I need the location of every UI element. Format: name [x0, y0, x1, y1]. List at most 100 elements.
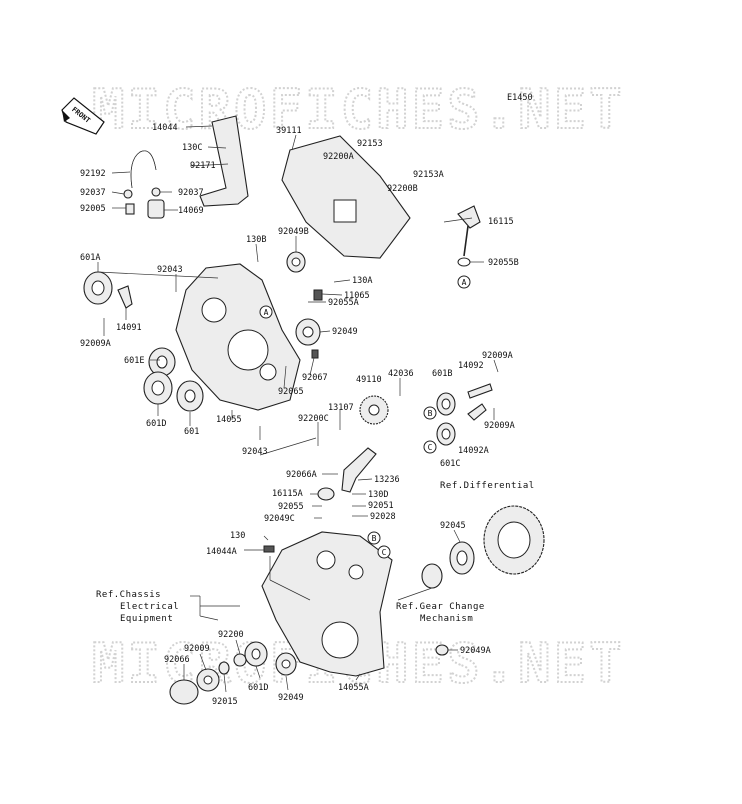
label-92171: 92171 — [190, 161, 216, 171]
shift-arm-13236 — [341, 447, 377, 493]
label-92055A: 92055A — [328, 298, 359, 308]
label-601E: 601E — [124, 356, 144, 366]
label-14044: 14044 — [152, 123, 178, 133]
callout-a-case: A — [259, 305, 273, 319]
callout-b-case: B — [367, 531, 381, 545]
callout-c-case: C — [377, 545, 391, 559]
label-92028: 92028 — [370, 512, 396, 522]
filter-14069 — [147, 199, 165, 219]
ref-chassis-line3: Equipment — [120, 614, 173, 624]
label-14092: 14092 — [458, 361, 484, 371]
lever-14092a — [467, 403, 487, 421]
label-11065: 11065 — [344, 291, 370, 301]
label-92043b: 92043 — [242, 447, 268, 457]
label-601C: 601C — [440, 459, 460, 469]
ref-chassis-line1: Ref.Chassis — [96, 590, 161, 600]
svg-text:A: A — [264, 308, 269, 317]
cap-92066 — [169, 679, 199, 705]
callout-c-right: C — [423, 440, 437, 454]
label-92055B: 92055B — [488, 258, 519, 268]
label-92005: 92005 — [80, 204, 106, 214]
label-92066: 92066 — [164, 655, 190, 665]
bolt-14044a — [263, 545, 275, 553]
ref-chassis-line2: Electrical — [120, 602, 179, 612]
clamp-92037a — [123, 189, 133, 199]
label-92049C: 92049C — [264, 514, 295, 524]
ref-gear-change-line2: Mechanism — [420, 614, 473, 624]
label-92049B: 92049B — [278, 227, 309, 237]
bearing-lower — [421, 563, 443, 589]
ref-gear-change-line1: Ref.Gear Change — [396, 602, 485, 612]
lever-14091 — [117, 285, 133, 309]
label-92049b2: 92049 — [278, 693, 304, 703]
label-13107: 13107 — [328, 403, 354, 413]
part-92015 — [218, 661, 230, 675]
label-14069: 14069 — [178, 206, 204, 216]
label-601B: 601B — [432, 369, 452, 379]
label-92049A: 92049A — [460, 646, 491, 656]
label-92015: 92015 — [212, 697, 238, 707]
label-92065: 92065 — [278, 387, 304, 397]
svg-text:C: C — [428, 443, 433, 452]
label-92043a: 92043 — [157, 265, 183, 275]
washer-92200 — [233, 653, 247, 667]
front-arrow-icon: FRONT — [61, 97, 105, 135]
label-16115A: 16115A — [272, 489, 303, 499]
label-92055: 92055 — [278, 502, 304, 512]
label-13236: 13236 — [374, 475, 400, 485]
svg-text:B: B — [428, 409, 433, 418]
label-601A: 601A — [80, 253, 100, 263]
label-601: 601 — [184, 427, 199, 437]
label-14055: 14055 — [216, 415, 242, 425]
label-130: 130 — [230, 531, 245, 541]
leader-lines — [97, 125, 499, 693]
diagram-code: E1450 — [507, 93, 533, 103]
part-11065 — [313, 289, 323, 301]
label-92037b: 92037 — [178, 188, 204, 198]
lever-14092 — [467, 383, 493, 399]
label-92049a: 92049 — [332, 327, 358, 337]
ref-differential: Ref.Differential — [440, 481, 535, 491]
label-49110: 49110 — [356, 375, 382, 385]
label-92045: 92045 — [440, 521, 466, 531]
label-601D: 601D — [146, 419, 166, 429]
label-92037a: 92037 — [80, 188, 106, 198]
callout-a-top: A — [457, 275, 471, 289]
label-92200B: 92200B — [387, 184, 418, 194]
label-92200A: 92200A — [323, 152, 354, 162]
label-14044A: 14044A — [206, 547, 237, 557]
label-14055A: 14055A — [338, 683, 369, 693]
label-130B: 130B — [246, 235, 266, 245]
bracket-14044 — [199, 115, 249, 207]
plug-16115a — [317, 487, 335, 501]
label-92153: 92153 — [357, 139, 383, 149]
label-130D: 130D — [368, 490, 388, 500]
label-130C: 130C — [182, 143, 202, 153]
watermark-top: MICROFICHES.NET — [92, 78, 625, 141]
fitting-92005 — [125, 203, 135, 215]
label-92009: 92009 — [184, 644, 210, 654]
label-16115: 16115 — [488, 217, 514, 227]
dipstick-16115 — [457, 205, 481, 229]
callout-b-right: B — [423, 406, 437, 420]
part-92067 — [311, 349, 319, 359]
label-92009A: 92009A — [80, 339, 111, 349]
label-92200C: 92200C — [298, 414, 329, 424]
clamp-92037b — [151, 187, 161, 197]
gasket-39111 — [281, 135, 411, 259]
label-14092A: 14092A — [458, 446, 489, 456]
label-92009A3: 92009A — [484, 421, 515, 431]
label-14091: 14091 — [116, 323, 142, 333]
label-39111: 39111 — [276, 126, 302, 136]
seal-92049a — [435, 644, 449, 656]
label-92066A: 92066A — [286, 470, 317, 480]
label-42036: 42036 — [388, 369, 414, 379]
label-92192: 92192 — [80, 169, 106, 179]
svg-text:B: B — [372, 534, 377, 543]
label-92067: 92067 — [302, 373, 328, 383]
svg-text:C: C — [382, 548, 387, 557]
label-92200: 92200 — [218, 630, 244, 640]
label-601D2: 601D — [248, 683, 268, 693]
label-92051: 92051 — [368, 501, 394, 511]
